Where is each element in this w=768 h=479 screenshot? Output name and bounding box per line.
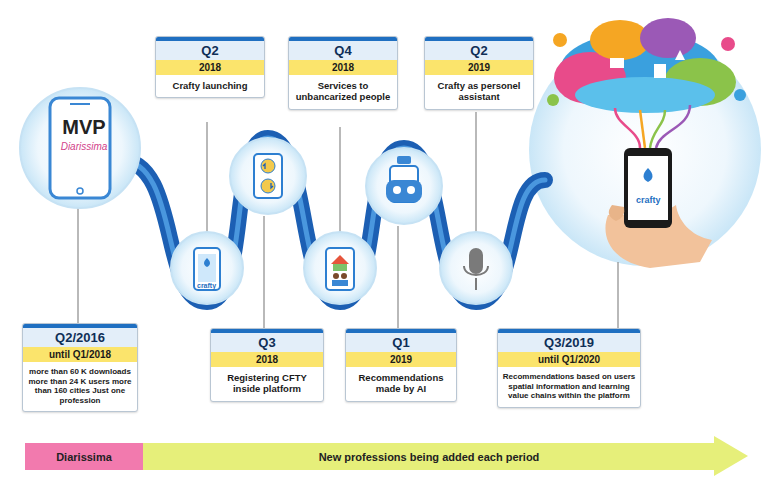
mvp-title: MVP [54, 116, 114, 139]
mvp-circle [70, 103, 90, 105]
callout-text: more than 60 K downloads more than 24 K … [23, 362, 137, 411]
cloud-illustration [640, 18, 696, 58]
leader-line [263, 216, 264, 328]
year-band: 2018 [211, 352, 323, 367]
callout-box: Q42018Services to unbancarized people [288, 36, 398, 110]
step-circle [171, 138, 512, 304]
robot-icon [407, 186, 415, 194]
family-icon [331, 255, 349, 264]
phone-icon [194, 248, 220, 290]
family-icon [326, 248, 354, 290]
phone-icon [204, 258, 210, 267]
family-icon [326, 248, 354, 290]
cloud-wires [656, 105, 690, 148]
arrow-head [714, 436, 748, 476]
step-circle [304, 232, 376, 304]
microphone-icon [464, 266, 488, 275]
leader-line [206, 122, 207, 234]
band-text: New professions being added each period [319, 451, 540, 463]
callout-text: Services to unbancarized people [289, 75, 397, 109]
quarter-header: Q4 [289, 37, 397, 60]
robot-icon [386, 156, 422, 202]
year-band: 2018 [289, 60, 397, 75]
hand-phone [644, 168, 653, 182]
cloud-illustration [721, 37, 735, 51]
step-circle [366, 148, 442, 224]
quarter-header: Q2 [156, 37, 264, 60]
mvp-circle [20, 88, 140, 208]
cloud-illustration [575, 77, 715, 113]
cloud-illustration [553, 33, 567, 47]
quarter-header: Q3/2019 [498, 329, 640, 352]
leader-line [617, 262, 618, 328]
leader-line [78, 112, 618, 328]
callout-box: Q22019Crafty as personel assistant [424, 36, 534, 110]
leader-line [339, 127, 340, 234]
cloud-illustration [610, 58, 624, 68]
year-band: until Q1/2018 [23, 347, 137, 362]
quarter-header: Q2 [425, 37, 533, 60]
family-icon [332, 280, 348, 286]
year-band: 2019 [346, 352, 456, 367]
callout-box: Q2/2016until Q1/2018more than 60 K downl… [22, 323, 138, 412]
callout-text: Registering CFTY inside platform [211, 367, 323, 401]
cloud-wires [615, 108, 640, 148]
leader-line [77, 208, 78, 323]
exchange-icon [254, 154, 282, 198]
cloud-illustration [654, 64, 666, 78]
hand-phone [609, 205, 625, 221]
callout-box: Q22018Crafty launching [155, 36, 265, 98]
callout-text: Recommendations based on users spatial i… [498, 367, 640, 407]
callout-box: Q3/2019until Q1/2020Recommendations base… [497, 328, 641, 408]
cloud-illustration [547, 18, 746, 113]
microphone-icon [469, 248, 483, 274]
cloud-illustration [675, 50, 685, 60]
microphone-icon [464, 248, 488, 290]
phone-icon [194, 248, 220, 290]
hand-phone [624, 148, 672, 228]
microphone-icon [475, 278, 477, 290]
hand-phone [605, 148, 712, 268]
quarter-header: Q1 [346, 329, 456, 352]
callout-text: Crafty launching [156, 75, 264, 97]
year-band: until Q1/2020 [498, 352, 640, 367]
mvp-circle [20, 88, 140, 208]
step-circle [230, 138, 306, 214]
robot-icon [386, 180, 422, 202]
cloud-wires [640, 110, 645, 148]
callout-box: Q32018Registering CFTY inside platform [210, 328, 324, 402]
year-band: 2019 [425, 60, 533, 75]
year-band: 2018 [156, 60, 264, 75]
callout-box: Q12019Recommendations made by AI [345, 328, 457, 402]
step-circle [171, 232, 243, 304]
exchange-icon [263, 164, 273, 188]
exchange-icon [254, 154, 282, 198]
phone-icon [198, 254, 216, 282]
leader-line [475, 112, 476, 234]
cloud-illustration [734, 89, 746, 101]
callout-text: Recommendations made by AI [346, 367, 456, 401]
period-band: Diarissima [25, 443, 143, 470]
leader-line [397, 226, 398, 328]
family-icon [333, 264, 347, 271]
logo-text: crafty [197, 282, 216, 289]
callout-text: Crafty as personel assistant [425, 75, 533, 109]
mvp-circle [77, 188, 83, 194]
family-icon [333, 273, 339, 279]
band-text: Diarissima [56, 451, 112, 463]
hand-phone [628, 156, 668, 220]
period-arrow: New professions being added each period [143, 443, 715, 470]
quarter-header: Q2/2016 [23, 324, 137, 347]
step-circle [440, 232, 512, 304]
arrow-head [714, 436, 748, 476]
robot-icon [393, 186, 401, 194]
quarter-header: Q3 [211, 329, 323, 352]
robot-icon [397, 156, 411, 164]
brand-name: Diarissima [54, 141, 114, 152]
cloud-wires [615, 105, 690, 148]
family-icon [341, 273, 347, 279]
cloud-illustration [547, 94, 559, 106]
logo-text: crafty [636, 195, 661, 205]
mvp-phone: MVP Diarissima [54, 116, 114, 152]
